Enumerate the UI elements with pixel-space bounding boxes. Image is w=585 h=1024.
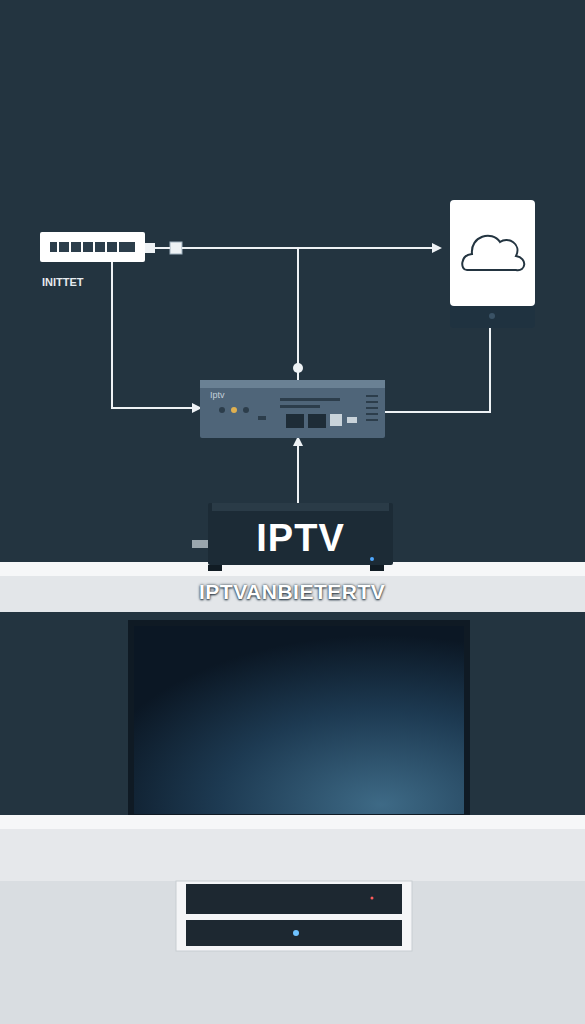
wire [155,247,170,249]
wire [385,328,490,412]
wire [182,247,440,249]
av-device [186,920,402,946]
cloud-card [450,200,535,306]
brand-text: IPTV [208,517,393,560]
tv-frame [128,620,470,822]
connector-arrow [297,438,299,503]
connector-arrow [112,262,200,408]
device-label: INITTET [40,276,86,288]
shelf-front [0,829,585,881]
junction-dot [293,363,303,373]
tv-screen [134,626,464,814]
plug [170,242,182,254]
device-label: Iptv [210,390,225,400]
shelf-front [0,576,585,612]
brand-caption: IPTVANBIETERTV [199,580,385,604]
network-device: Iptv [200,380,385,438]
shelf-top [0,815,585,829]
cloud-led [489,313,495,319]
wire [297,248,299,380]
cable-plug [192,540,208,548]
iptv-box: IPTV [208,503,393,565]
device-detail [40,232,145,262]
device-detail [200,380,385,438]
cabinet [176,881,412,951]
floor [0,881,585,1024]
cloud-icon [462,236,524,270]
cloud-base [450,200,535,328]
router-box: INITTET [40,232,145,262]
av-device [186,884,402,914]
plug [145,243,155,253]
